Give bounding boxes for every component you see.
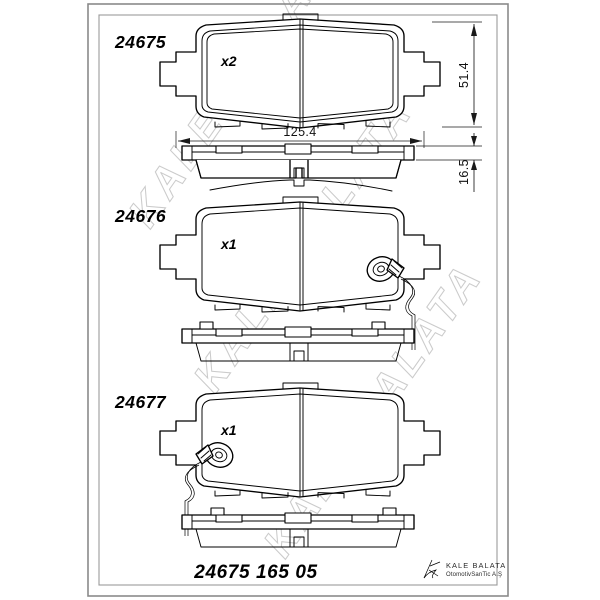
dimension-value-thickness: 16.5 <box>457 159 471 185</box>
quantity-label: x1 <box>220 236 237 252</box>
part-number-label: 24675 <box>114 32 166 52</box>
dimension-thickness: 16.5 <box>416 133 482 192</box>
brand-legal: OtomotivSanTic A.Ş <box>446 572 502 578</box>
pad-face-view-24676 <box>159 196 441 350</box>
part-number-label: 24677 <box>114 392 167 412</box>
drawing-frame-inner <box>98 14 498 586</box>
dimension-value-length: 125.4 <box>283 125 316 139</box>
part-number-label: 24676 <box>114 206 166 226</box>
wear-sensor-24677 <box>184 442 234 536</box>
wear-sensor-24676 <box>366 256 416 350</box>
quantity-label: x2 <box>220 53 237 69</box>
pad-face-view-24677 <box>159 382 441 536</box>
part-group-24677: 24677 x1 <box>114 382 441 548</box>
quantity-label: x1 <box>220 422 237 438</box>
dimension-value-height: 51.4 <box>457 62 471 88</box>
dimension-length: 125.4 <box>175 125 425 148</box>
title-block: 24675 165 05 KALE BALATA OtomotivSanTic … <box>193 559 506 583</box>
part-group-24675: 24675 x2 <box>114 13 441 192</box>
pad-edge-view-24677 <box>181 507 415 548</box>
pad-edge-view-24676 <box>181 321 415 362</box>
brand-name: KALE BALATA <box>446 561 506 570</box>
part-group-24676: 24676 x1 <box>114 196 441 362</box>
pad-face-view-24675 <box>159 13 441 130</box>
dimension-height: 51.4 <box>432 21 482 128</box>
kale-logo-icon <box>423 559 441 579</box>
pad-edge-view-24675 <box>181 143 415 192</box>
drawing-frame-outer <box>87 3 509 597</box>
title-block-part-number: 24675 165 05 <box>193 562 317 583</box>
